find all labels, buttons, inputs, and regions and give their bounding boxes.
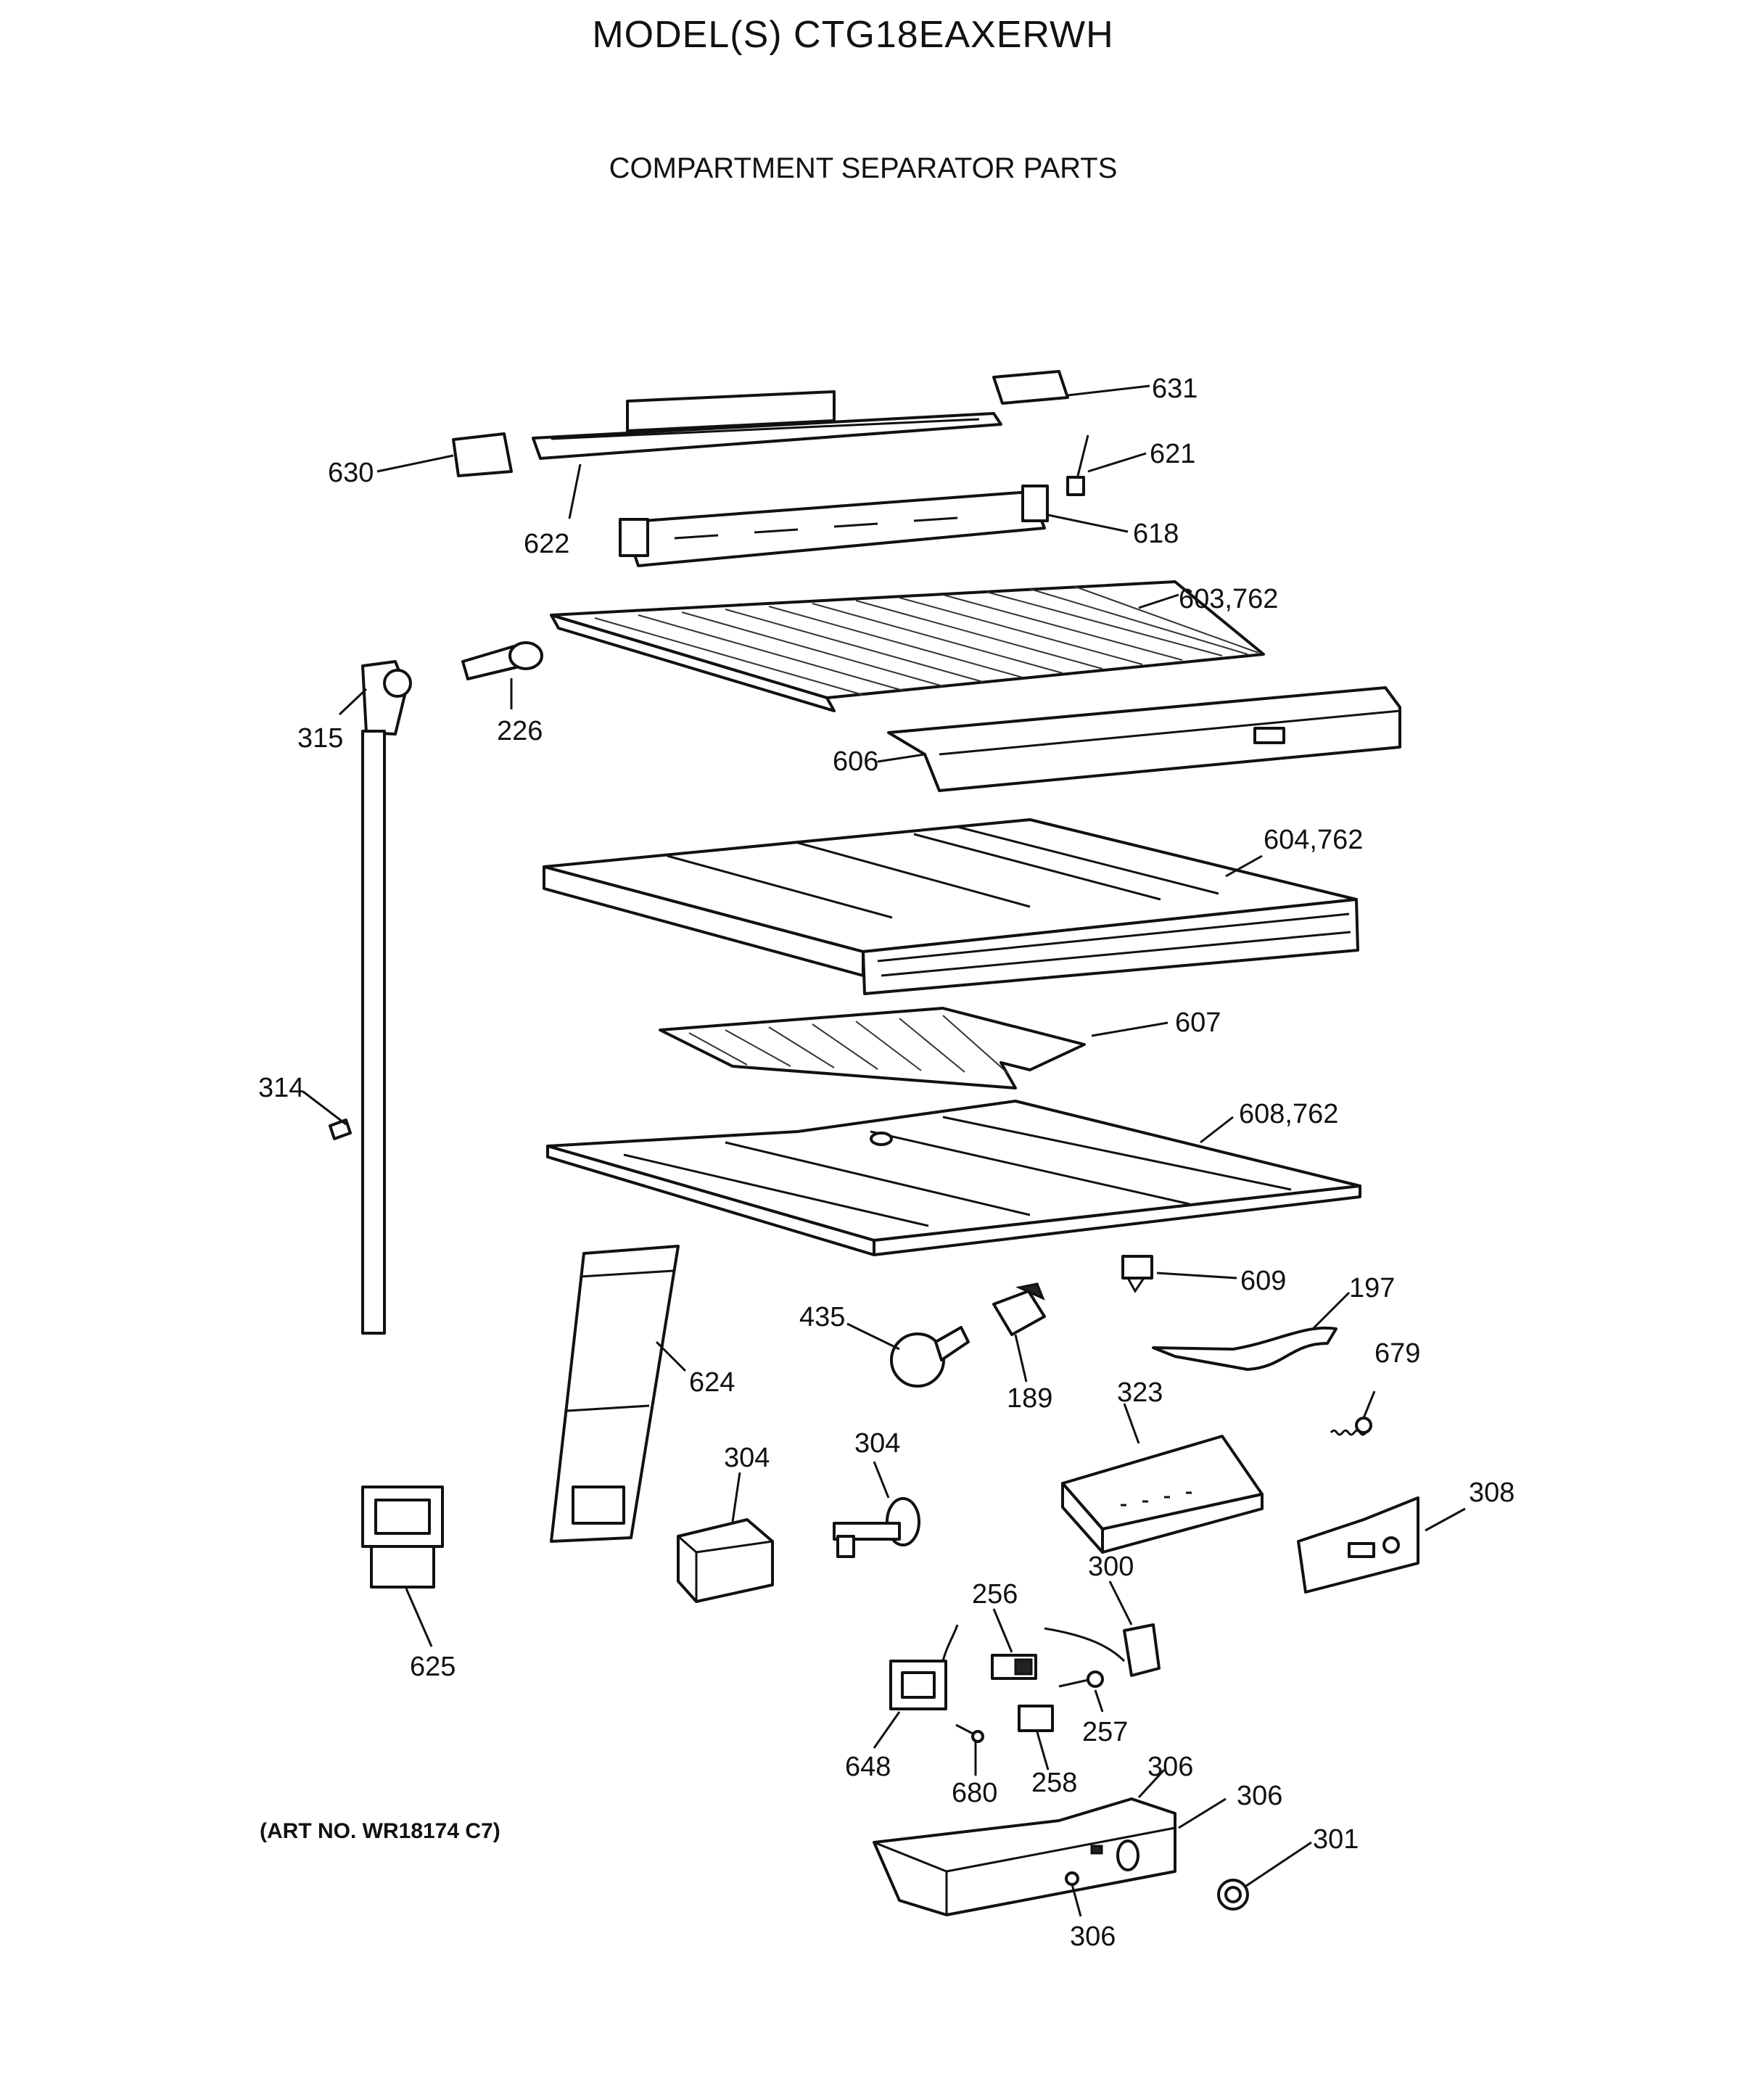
part-226-cylinder xyxy=(461,641,543,680)
part-308-bracket xyxy=(1297,1496,1419,1594)
part-608-lower-pan xyxy=(546,1100,1361,1256)
part-306-control-housing xyxy=(873,1797,1176,1916)
part-630-cover xyxy=(452,432,513,477)
part-680-screw xyxy=(955,1723,984,1743)
callout-306-top: 306 xyxy=(1147,1752,1193,1782)
part-606-front-trim xyxy=(887,686,1401,792)
callout-197: 197 xyxy=(1349,1273,1395,1303)
part-315-bracket xyxy=(361,660,412,736)
part-256-switch xyxy=(991,1654,1037,1680)
callout-680: 680 xyxy=(952,1778,997,1808)
callout-622: 622 xyxy=(524,529,569,559)
callout-257: 257 xyxy=(1082,1717,1128,1747)
callout-624: 624 xyxy=(689,1367,735,1398)
callout-648: 648 xyxy=(845,1752,891,1782)
part-631-cover xyxy=(992,370,1069,405)
part-300-thermostat xyxy=(1044,1623,1161,1677)
callout-608-762: 608,762 xyxy=(1239,1099,1338,1129)
callout-226: 226 xyxy=(497,716,543,746)
callout-603-762: 603,762 xyxy=(1179,584,1278,614)
part-603-shelf xyxy=(550,580,1265,712)
callout-304-block: 304 xyxy=(724,1443,770,1473)
part-197-strip xyxy=(1152,1326,1338,1371)
callout-606: 606 xyxy=(833,746,878,777)
part-622-cover-plate xyxy=(532,390,1002,460)
part-648-relay xyxy=(889,1624,959,1710)
callout-314: 314 xyxy=(258,1073,304,1103)
art-number: (ART NO. WR18174 C7) xyxy=(260,1819,500,1843)
callout-300: 300 xyxy=(1088,1552,1134,1582)
part-679-screw xyxy=(1330,1417,1372,1436)
part-609-clip xyxy=(1121,1255,1153,1293)
callout-308: 308 xyxy=(1469,1478,1514,1508)
part-618-air-duct xyxy=(619,485,1049,567)
callout-304-knob: 304 xyxy=(854,1428,900,1459)
part-604-separator-panel xyxy=(543,818,1359,995)
part-624-panel xyxy=(550,1245,680,1543)
callout-labels: 631 621 630 622 618 603,762 315 226 606 … xyxy=(258,374,1514,1952)
callout-679: 679 xyxy=(1374,1338,1420,1369)
callout-609: 609 xyxy=(1240,1266,1286,1296)
callout-315: 315 xyxy=(297,723,343,754)
callout-306-right: 306 xyxy=(1237,1781,1282,1811)
callout-258: 258 xyxy=(1031,1768,1077,1798)
callout-607: 607 xyxy=(1175,1008,1221,1038)
part-189-socket xyxy=(992,1282,1046,1336)
callout-323: 323 xyxy=(1117,1377,1163,1408)
part-304-knob xyxy=(833,1497,920,1558)
callout-256: 256 xyxy=(972,1579,1018,1610)
part-304-block xyxy=(677,1518,774,1603)
page-title: MODEL(S) CTG18EAXERWH xyxy=(592,14,1114,56)
part-625-switch xyxy=(361,1486,444,1589)
callout-631: 631 xyxy=(1152,374,1198,404)
callout-618: 618 xyxy=(1133,519,1179,549)
part-257-screw xyxy=(1058,1670,1104,1688)
part-435-bulb xyxy=(890,1326,970,1388)
page-subtitle: COMPARTMENT SEPARATOR PARTS xyxy=(609,152,1118,184)
callout-625: 625 xyxy=(410,1652,456,1682)
part-314-rod xyxy=(329,730,386,1335)
part-607-heater-mat xyxy=(659,1007,1086,1089)
part-301-knob xyxy=(1217,1879,1249,1911)
part-621-wire xyxy=(1066,434,1089,496)
callout-301: 301 xyxy=(1313,1824,1359,1855)
callout-604-762: 604,762 xyxy=(1264,825,1363,855)
part-323-housing xyxy=(1061,1435,1264,1554)
callout-189: 189 xyxy=(1007,1383,1052,1414)
callout-306-bottom: 306 xyxy=(1070,1921,1116,1952)
leader-lines xyxy=(302,384,1466,1917)
part-258-button xyxy=(1018,1705,1054,1732)
callout-630: 630 xyxy=(328,458,374,488)
callout-435: 435 xyxy=(799,1302,845,1332)
callout-621: 621 xyxy=(1150,439,1195,469)
